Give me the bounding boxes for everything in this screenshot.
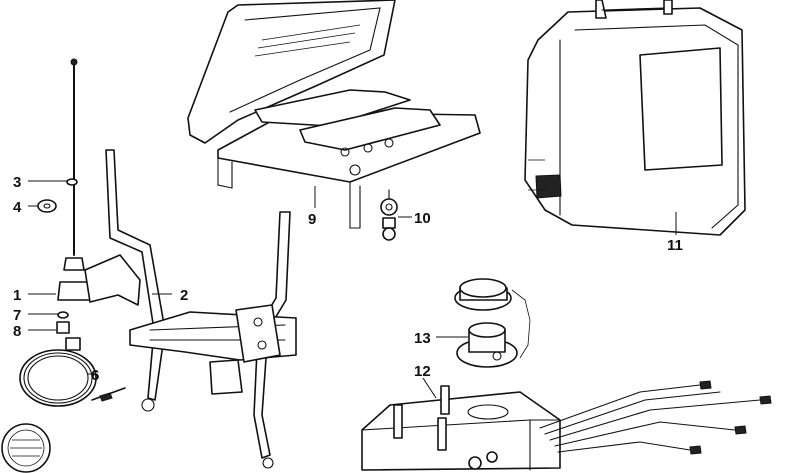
case-lid-and-tray	[187, 0, 481, 229]
callout-3: 3	[13, 174, 21, 191]
callout-8: 8	[13, 323, 21, 340]
luggage-case	[524, 0, 746, 236]
carrier-brackets	[105, 149, 297, 469]
callout-6: 6	[91, 367, 99, 384]
callout-10: 10	[414, 210, 431, 227]
leader-lines	[28, 180, 677, 399]
callout-9: 9	[308, 211, 316, 228]
callout-13: 13	[414, 330, 431, 347]
antenna-cable	[19, 337, 126, 407]
control-unit-box	[361, 380, 772, 471]
callout-2: 2	[180, 287, 188, 304]
callout-4: 4	[13, 199, 22, 216]
filler-cap	[454, 278, 531, 368]
callout-11: 11	[667, 237, 683, 254]
callout-labels: 3 4 1 2 7 8 6 9 10 11 12 13	[13, 174, 683, 384]
callout-1: 1	[13, 287, 21, 304]
callout-7: 7	[13, 307, 21, 324]
callout-12: 12	[414, 363, 431, 380]
lock-cylinder	[380, 189, 398, 241]
antenna-assembly	[37, 58, 141, 334]
round-knob	[1, 423, 51, 473]
